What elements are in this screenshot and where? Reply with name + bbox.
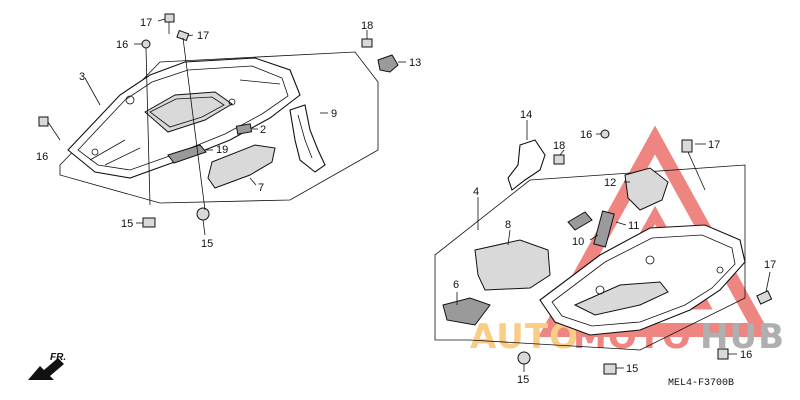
fastener-16d (717, 348, 729, 360)
watermark-hub: HUB (700, 317, 785, 357)
leader-lines-left (47, 18, 406, 236)
diagram-code: MEL4-F3700B (668, 378, 734, 389)
callout-9: 9 (331, 108, 337, 120)
callout-12: 12 (604, 177, 616, 189)
callout-17c: 17 (708, 139, 720, 151)
callout-17b: 17 (197, 30, 209, 42)
fasteners-right (517, 129, 773, 375)
callout-16a: 16 (116, 39, 128, 51)
front-direction-label: FR. (50, 352, 66, 363)
callout-4: 4 (473, 186, 479, 198)
part-10-pad (593, 210, 615, 248)
part-8-cover (474, 239, 551, 291)
fastener-18b (553, 154, 565, 165)
callout-3: 3 (79, 71, 85, 83)
fastener-15a (142, 217, 156, 228)
part-7-cover (207, 144, 276, 189)
part-4-lower-cowl (539, 224, 746, 336)
callout-14: 14 (520, 109, 532, 121)
fastener-16c (600, 129, 610, 139)
fastener-17a (164, 13, 175, 34)
callout-10: 10 (572, 236, 584, 248)
fastener-17b (176, 29, 190, 42)
callout-11: 11 (628, 220, 639, 232)
part-6-sheet (442, 297, 491, 326)
part-9-bracket (289, 104, 326, 173)
fastener-15b (196, 207, 210, 221)
right-assembly-outline (434, 164, 746, 351)
front-direction-indicator: FR. (28, 352, 66, 380)
callout-16c: 16 (580, 129, 592, 141)
callout-17d: 17 (764, 259, 776, 271)
fastener-16b (38, 116, 49, 127)
callout-15d: 15 (626, 363, 638, 375)
callout-6: 6 (453, 279, 459, 291)
part-14-stay (507, 139, 546, 191)
fastener-17c (681, 139, 693, 153)
callout-18a: 18 (361, 20, 373, 32)
part-12-rubber (624, 167, 669, 211)
callout-15a: 15 (121, 218, 133, 230)
callout-17a: 17 (140, 17, 152, 29)
fastener-16a (141, 39, 151, 49)
callout-15c: 15 (517, 374, 529, 386)
part-2-pad (235, 123, 253, 135)
part-19-strip (167, 144, 207, 164)
callout-19: 19 (216, 144, 228, 156)
fastener-17d (756, 290, 773, 305)
part-11-pad (567, 211, 593, 231)
callout-7: 7 (258, 182, 264, 194)
front-arrow-icon (28, 358, 64, 380)
callout-15b: 15 (201, 238, 213, 250)
callout-18b: 18 (553, 140, 565, 152)
callout-labels: 17 16 17 3 18 13 9 2 19 16 7 15 15 14 18… (36, 17, 776, 386)
part-3-rear-cowl (67, 57, 301, 179)
fastener-18a (361, 38, 373, 48)
fastener-15d (603, 363, 617, 375)
fastener-15c (517, 351, 531, 365)
callout-16d: 16 (740, 349, 752, 361)
callout-8: 8 (505, 219, 511, 231)
part-13-clip (377, 54, 399, 73)
left-assembly-outline (59, 51, 379, 204)
callout-13: 13 (409, 57, 421, 69)
leader-lines-right (456, 120, 771, 372)
callout-16b: 16 (36, 151, 48, 163)
callout-2: 2 (260, 124, 266, 136)
